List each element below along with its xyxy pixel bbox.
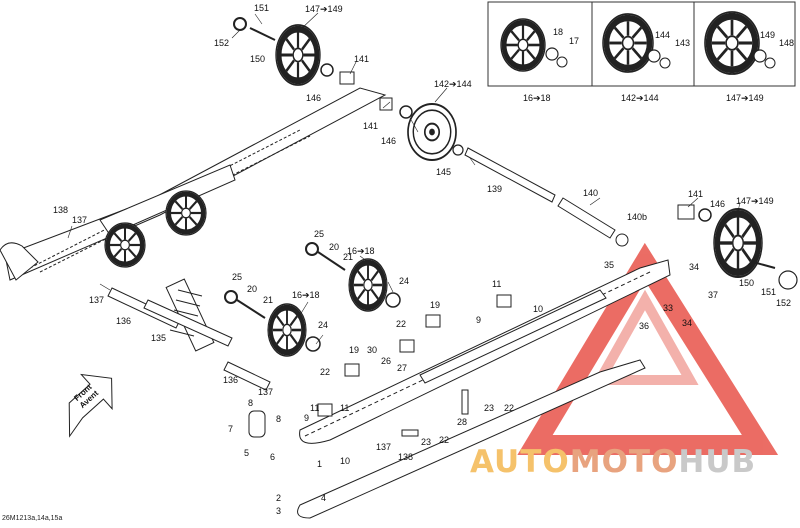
callout-25: 25 [232, 272, 243, 282]
callout-152: 152 [776, 298, 792, 308]
watermark-triangle [517, 242, 779, 455]
callout-34: 34 [689, 262, 700, 272]
callout-141: 141 [688, 189, 704, 199]
callout-35: 35 [604, 260, 615, 270]
callout-24: 24 [399, 276, 410, 286]
callout-3: 3 [276, 506, 282, 516]
callout-137: 137 [258, 387, 274, 397]
callout-18: 18 [553, 27, 564, 37]
callout-36: 36 [639, 321, 650, 331]
shock-absorber [107, 278, 271, 391]
callout-137: 137 [89, 295, 105, 305]
callout-30: 30 [367, 345, 378, 355]
callout-9: 9 [304, 413, 310, 423]
callout-7: 7 [228, 424, 234, 434]
callout-11: 11 [340, 403, 350, 413]
callout-147-149: 147➔149 [736, 196, 774, 206]
callout-147-149: 147➔149 [305, 4, 343, 14]
callout-16-18: 16➔18 [292, 290, 320, 300]
axle [464, 147, 629, 247]
callout-136: 136 [223, 375, 239, 385]
callout-2: 2 [276, 493, 282, 503]
watermark-part-1: AUTO [470, 444, 570, 480]
callout-16-18: 16➔18 [347, 246, 375, 256]
callout-138: 138 [53, 205, 69, 215]
callout-24: 24 [318, 320, 329, 330]
callout-28: 28 [457, 417, 468, 427]
callout-9: 9 [476, 315, 482, 325]
callout-138: 138 [398, 452, 414, 462]
lower-rail [297, 259, 671, 519]
callout-148: 148 [779, 38, 795, 48]
callout-5: 5 [244, 448, 250, 458]
callout-22: 22 [320, 367, 331, 377]
callout-142-144: 142➔144 [434, 79, 472, 89]
callout-146: 146 [710, 199, 726, 209]
watermark-part-2: MOTO [569, 444, 679, 480]
callout-152: 152 [214, 38, 230, 48]
callout-20: 20 [247, 284, 258, 294]
callout-21: 21 [343, 252, 354, 262]
callout-8: 8 [276, 414, 282, 424]
callout-150: 150 [739, 278, 755, 288]
callout-146: 146 [306, 93, 322, 103]
callout-22: 22 [504, 403, 515, 413]
callout-137: 137 [376, 442, 392, 452]
callout-27: 27 [397, 363, 408, 373]
callout-144: 144 [655, 30, 671, 40]
callout-141: 141 [363, 121, 379, 131]
callout-21: 21 [263, 295, 274, 305]
callout-33: 33 [663, 303, 674, 313]
callout-141: 141 [354, 54, 370, 64]
callout-135: 135 [151, 333, 167, 343]
callout-8: 8 [248, 398, 254, 408]
callout-23: 23 [484, 403, 495, 413]
callout-146: 146 [381, 136, 397, 146]
callout-20: 20 [329, 242, 340, 252]
callout-22: 22 [439, 435, 450, 445]
inset-box [487, 1, 796, 87]
callout-11: 11 [310, 403, 320, 413]
upper-rail [0, 87, 387, 281]
reference-code: 26M1213a,14a,15a [2, 515, 63, 522]
callout-19: 19 [349, 345, 360, 355]
callout-136: 136 [116, 316, 132, 326]
callout-25: 25 [314, 229, 325, 239]
callout-6: 6 [270, 452, 276, 462]
callout-10: 10 [533, 304, 544, 314]
callout-149: 149 [760, 30, 776, 40]
callout-22: 22 [396, 319, 407, 329]
inset-caption-16-18: 16➔18 [523, 93, 551, 103]
callout-17: 17 [569, 36, 580, 46]
callout-34: 34 [682, 318, 693, 328]
callout-37: 37 [708, 290, 719, 300]
inset-caption-147-149: 147➔149 [726, 93, 764, 103]
callout-26: 26 [381, 356, 392, 366]
callout-23: 23 [421, 437, 432, 447]
callout-10: 10 [340, 456, 351, 466]
callout-143: 143 [675, 38, 691, 48]
inset-caption-142-144: 142➔144 [621, 93, 659, 103]
callout-145: 145 [436, 167, 452, 177]
callout-140b: 140b [627, 212, 648, 222]
callout-151: 151 [761, 287, 777, 297]
watermark-logo: AUTOMOTOHUB [470, 444, 756, 480]
front-arrow [68, 373, 113, 438]
callout-150: 150 [250, 54, 266, 64]
callout-11: 11 [492, 279, 502, 289]
callout-140: 140 [583, 188, 599, 198]
callout-19: 19 [430, 300, 441, 310]
callout-1: 1 [317, 459, 323, 469]
callout-4: 4 [321, 493, 327, 503]
watermark-part-3: HUB [678, 444, 757, 480]
callout-139: 139 [487, 184, 503, 194]
callout-151: 151 [254, 3, 270, 13]
callout-137: 137 [72, 215, 88, 225]
